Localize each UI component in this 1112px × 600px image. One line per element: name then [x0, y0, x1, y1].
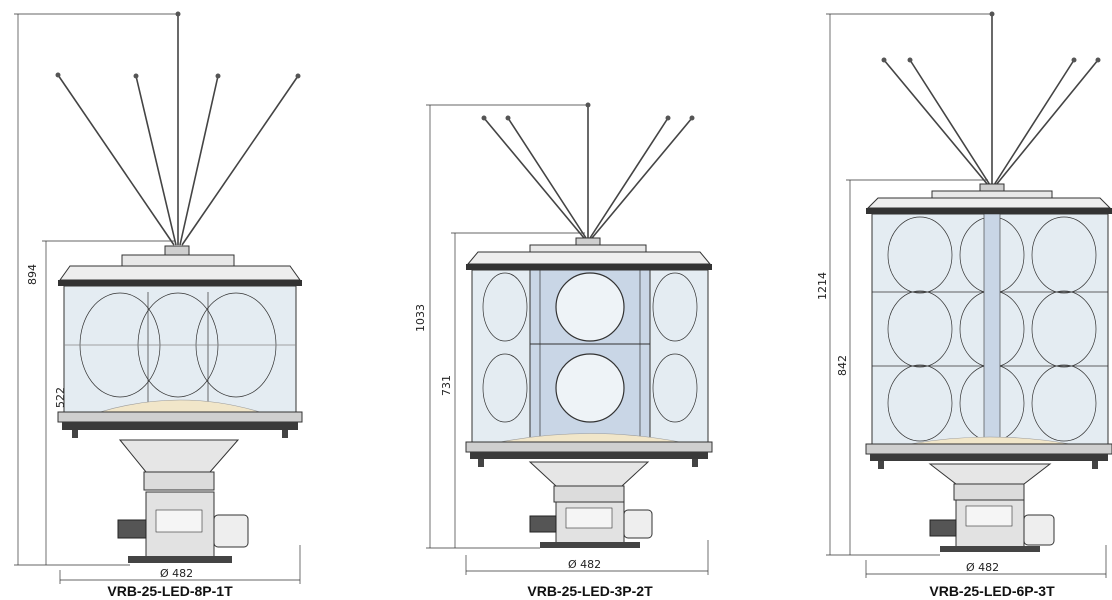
- dimension-lines: [426, 104, 709, 575]
- lens-housing: [471, 269, 709, 443]
- top-cap: [58, 245, 302, 286]
- height-total-label: 894: [26, 264, 39, 285]
- model-caption: VRB-25-LED-8P-1T: [107, 583, 233, 599]
- dimension-lines: [826, 13, 1107, 578]
- lightning-rods: [57, 14, 299, 246]
- diameter-label: Ø 482: [160, 567, 193, 580]
- diameter-label: Ø 482: [966, 561, 999, 574]
- model-caption: VRB-25-LED-3P-2T: [527, 583, 653, 599]
- lens-housing: [871, 213, 1109, 445]
- height-body-label: 842: [836, 355, 849, 376]
- mount-and-junction-box: [117, 439, 249, 563]
- top-cap: [866, 183, 1112, 214]
- mount-and-junction-box: [528, 461, 653, 548]
- height-body-label: 731: [440, 375, 453, 396]
- lightning-rods: [883, 14, 1099, 186]
- lightning-rods: [483, 105, 693, 239]
- figure-3p-2t: 1033 731 Ø 482: [414, 102, 713, 599]
- lens-housing: [63, 285, 297, 413]
- base-ring: [865, 443, 1112, 469]
- model-caption: VRB-25-LED-6P-3T: [929, 583, 1055, 599]
- dimension-lines: [14, 13, 301, 584]
- figure-8p-1t: 894 522 Ø 482: [14, 11, 303, 599]
- rod-tips: [55, 11, 301, 79]
- mount-and-junction-box: [928, 463, 1055, 552]
- base-ring: [57, 411, 303, 438]
- base-ring: [465, 441, 713, 467]
- height-total-label: 1214: [816, 272, 829, 300]
- diameter-label: Ø 482: [568, 558, 601, 571]
- figure-6p-3t: 1214 842 Ø 482: [816, 11, 1112, 599]
- rod-tips: [881, 11, 1101, 63]
- height-total-label: 1033: [414, 304, 427, 332]
- rod-tips: [481, 102, 695, 121]
- top-cap: [466, 237, 712, 270]
